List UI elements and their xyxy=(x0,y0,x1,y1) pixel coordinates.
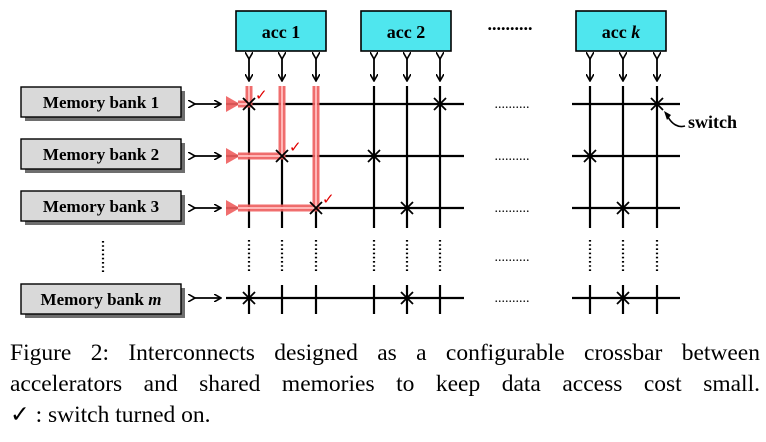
memory-bank-label: Memory bank 1 xyxy=(43,93,159,112)
bank-port-arrows xyxy=(194,104,220,298)
switch-annotation: switch xyxy=(664,111,737,132)
accelerator-line-ellipsis xyxy=(247,240,659,272)
accelerator-lines xyxy=(247,86,659,314)
check-icon: ✓ xyxy=(322,190,335,208)
svg-text:..........: .......... xyxy=(495,291,530,306)
check-icon: ✓ xyxy=(255,86,268,104)
accelerator-label: acc 2 xyxy=(387,22,425,42)
memory-bank-label: Memory bank m xyxy=(41,290,162,309)
svg-text:..........: .......... xyxy=(495,250,530,265)
memory-bank-label: Memory bank 3 xyxy=(43,197,159,216)
figure-caption: Figure 2: Interconnects designed as a co… xyxy=(10,338,760,431)
memory-bank-label: Memory bank 2 xyxy=(43,145,159,164)
bank-buses xyxy=(226,102,680,300)
check-icon: ✓ xyxy=(10,402,30,428)
svg-text:..........: .......... xyxy=(495,97,530,112)
memory-bank-m: Memory bank m xyxy=(20,283,185,318)
accelerator-label: acc 1 xyxy=(262,22,300,42)
accelerator-acc-2: acc 2 xyxy=(360,10,452,52)
accelerator-ellipsis: .......... xyxy=(488,14,533,34)
accelerator-label: acc k xyxy=(602,22,640,42)
switch-label: switch xyxy=(688,112,737,132)
crossbar-diagram: acc 1 acc 2 acc k .......... Memory bank… xyxy=(20,10,737,318)
caption-line-1: Figure 2: Interconnects designed as a co… xyxy=(10,340,760,366)
caption-line-2: accelerators and shared memories to keep… xyxy=(10,371,760,397)
memory-bank-3: Memory bank 3 xyxy=(20,190,185,225)
svg-text:..........: .......... xyxy=(495,201,530,216)
svg-text:..........: .......... xyxy=(495,149,530,164)
crossbar-switches xyxy=(242,97,664,305)
accelerator-acc-1: acc 1 xyxy=(235,10,327,52)
switch-on-checks: ✓ ✓ ✓ xyxy=(255,86,335,208)
check-icon: ✓ xyxy=(289,138,302,156)
memory-bank-2: Memory bank 2 xyxy=(20,138,185,173)
column-ellipsis: .......... .......... .......... .......… xyxy=(495,97,530,306)
caption-line-3: ✓ : switch turned on. xyxy=(10,402,211,428)
accelerator-port-arrows xyxy=(249,58,657,80)
memory-bank-1: Memory bank 1 xyxy=(20,86,185,121)
accelerator-acc-k: acc k xyxy=(575,10,667,52)
